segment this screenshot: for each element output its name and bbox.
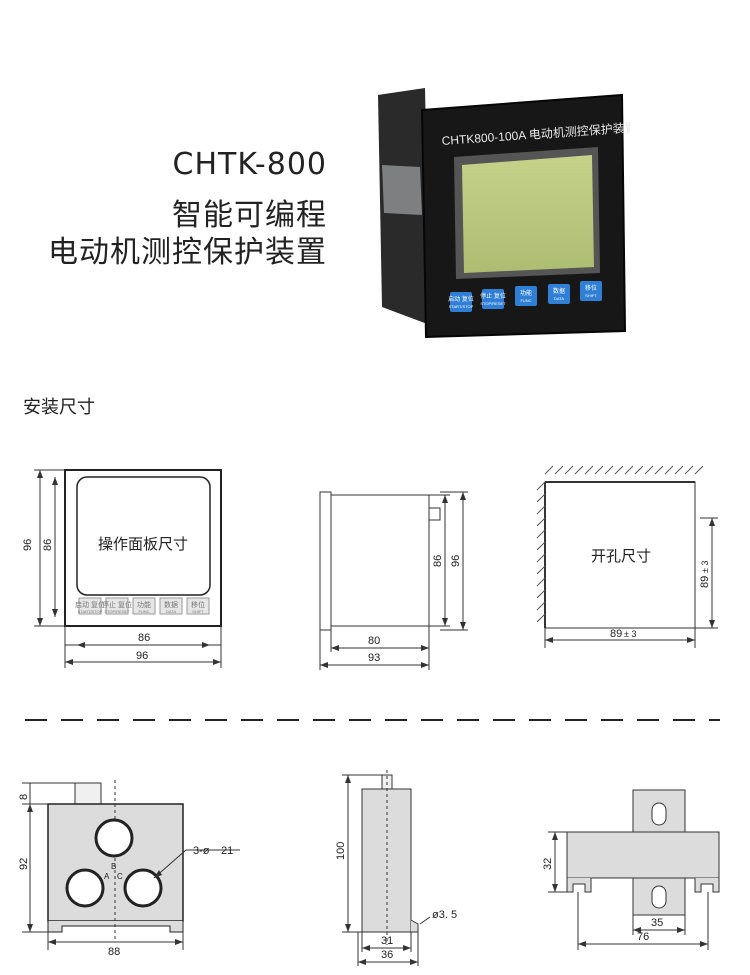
dim-cutout-height: 89 [699,576,711,588]
ct-rail-view [548,789,720,950]
device-button-4-cn: 移位 [585,284,597,292]
dim-rail-inner-width: 35 [651,917,663,929]
front-view-button-0-cn: 启动 复位 [75,600,105,609]
dim-ct-width: 88 [108,946,120,958]
ct-phase-a: A [104,872,110,881]
device-button-3-en: DATA [554,296,564,301]
side-view [319,491,468,670]
dim-side-outer-height: 96 [450,555,462,567]
device-button-0-cn: 启动 复位 [448,295,474,303]
ct-hole-diameter: 21 [221,845,233,857]
dim-ct-top: 8 [18,794,30,800]
dim-front-outer-height: 96 [22,539,34,551]
dim-ct-side-outer-width: 36 [381,949,393,961]
ct-phase-c: C [117,872,123,881]
device-button-4-en: SHIFT [585,293,597,298]
dim-side-inner-width: 80 [368,635,380,647]
dim-front-inner-width: 86 [138,632,150,644]
cutout-label: 开孔尺寸 [591,548,651,565]
dim-side-inner-height: 86 [432,555,444,567]
dim-ct-side-height: 100 [335,842,347,860]
front-view-button-0-en: START/STOP [78,609,103,614]
dim-front-outer-width: 96 [136,650,148,662]
dim-side-outer-width: 93 [368,652,380,664]
cutout-view [544,481,718,648]
ct-side-view [342,770,431,966]
front-view-button-4-cn: 移位 [191,600,205,609]
dim-ct-side-inner-width: 31 [381,935,393,947]
front-view-button-2-en: FUNC [138,609,149,614]
product-subtitle: 智能可编程 [172,198,327,233]
device-button-3-cn: 数据 [553,287,565,295]
device-button-1-cn: 停止 复位 [480,292,506,300]
dim-ct-height: 92 [18,858,30,870]
device-button-1-en: STOP/RESET [480,301,506,306]
ct-phase-b: B [111,862,116,871]
dim-cutout-width: 89 [610,628,622,640]
front-view-button-1-cn: 停止 复位 [102,600,132,609]
device-photo: CHTK800-100A 电动机测控保护装置 启动 复位START/STOP停止… [378,88,630,339]
section-title-install-dimensions: 安装尺寸 [23,397,95,418]
lcd-screen [462,155,594,273]
ct-holes-label: 3-ø [193,845,210,857]
front-view-button-3-en: DATA [166,609,176,614]
device-button-2-en: FUNC [520,298,531,303]
dimension-arrowheads [27,470,715,965]
dim-cutout-width-tol: ± 3 [624,629,636,639]
ct-front-view [22,780,240,950]
cutout-hatching [536,465,704,623]
dim-cutout-height-tol: ± 3 [700,561,710,573]
front-view-button-2-cn: 功能 [137,600,151,609]
device-button-0-en: START/STOP [449,304,474,309]
dim-rail-height: 32 [542,858,554,870]
front-view-button-4-en: SHIFT [192,609,204,614]
product-model: CHTK-800 [172,147,327,182]
dim-front-inner-height: 86 [42,539,54,551]
front-view-button-1-en: STOP/RESET [104,609,130,614]
dim-ct-side-hole: ø3. 5 [432,909,457,921]
dim-rail-outer-width: 76 [637,931,649,943]
product-description: 电动机测控保护装置 [48,235,327,270]
front-view-button-3-cn: 数据 [164,600,178,609]
front-panel-label: 操作面板尺寸 [98,535,188,553]
device-button-2-cn: 功能 [520,289,532,297]
